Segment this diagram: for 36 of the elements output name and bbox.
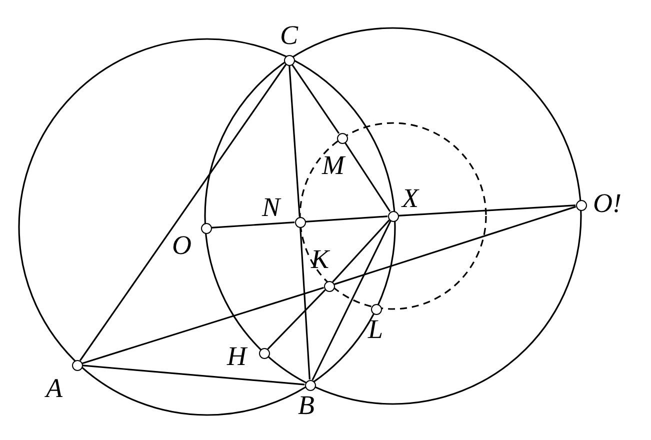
point-label: H (227, 343, 246, 370)
point-label: L (368, 316, 384, 343)
point-marker (370, 304, 382, 314)
line-segment (291, 64, 340, 134)
point-label: K (311, 246, 330, 273)
point-marker (294, 216, 306, 228)
line-segment (211, 222, 295, 228)
line-segment (398, 204, 576, 216)
point-label: M (322, 152, 344, 179)
line-segment (334, 206, 576, 286)
line-segment (344, 142, 391, 212)
point-marker (388, 210, 398, 222)
point-marker (576, 200, 586, 210)
point-marker (284, 54, 294, 66)
point-marker (336, 132, 348, 144)
point-label: B (298, 392, 314, 419)
line-segment (300, 227, 310, 380)
point-label: O! (593, 190, 622, 217)
point-label: A (46, 375, 62, 402)
point-marker (258, 348, 270, 358)
point-label: O (172, 232, 192, 259)
point-marker (72, 360, 82, 370)
point-marker (200, 222, 212, 234)
point-label: N (262, 194, 280, 221)
line-segment (305, 216, 388, 222)
line-segment (79, 64, 287, 361)
point-marker (324, 280, 334, 292)
line-segment (312, 220, 392, 380)
point-marker (304, 380, 316, 390)
line-segment (267, 289, 326, 350)
line-segment (332, 220, 390, 282)
point-label: X (402, 185, 418, 212)
point-label: C (280, 22, 298, 49)
line-segment (82, 286, 324, 364)
line-segment (288, 65, 300, 217)
line-segment (82, 364, 305, 386)
